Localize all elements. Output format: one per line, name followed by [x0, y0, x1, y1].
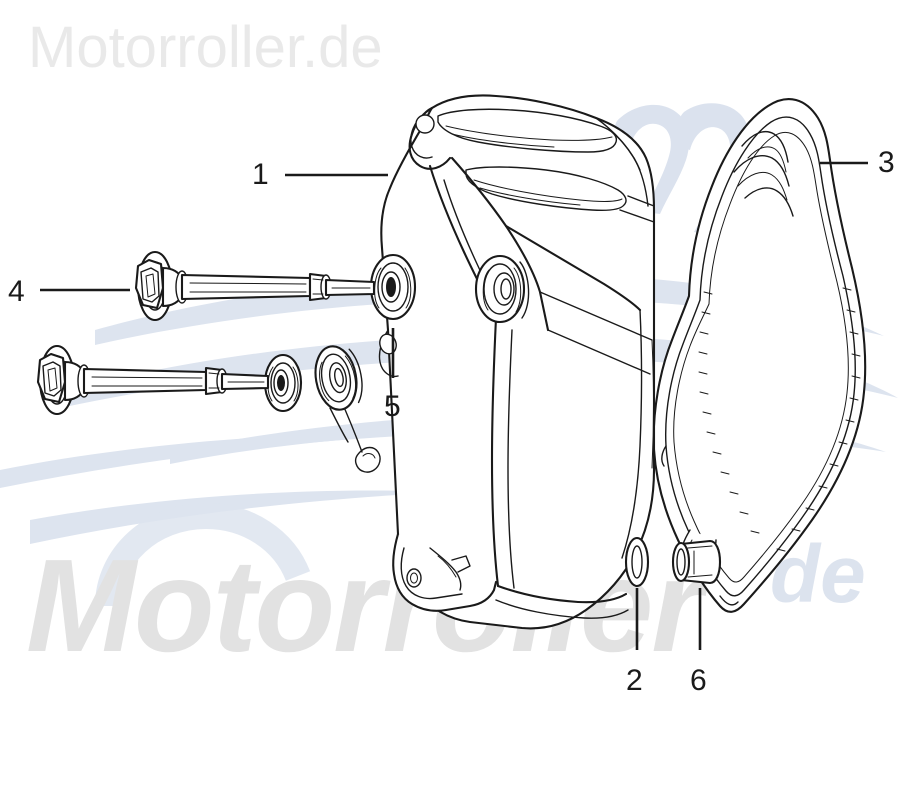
part-cylinder-head-cover [339, 94, 656, 630]
part-flange-bolt-upper [134, 250, 376, 322]
callout-number-5: 5 [384, 390, 401, 423]
part-dowel-pin [671, 539, 722, 585]
callout-number-3: 3 [878, 146, 895, 179]
callout-number-6: 6 [690, 664, 707, 697]
part-cover-gasket [652, 98, 867, 613]
part-seal-grommet-lower [263, 345, 363, 443]
part-seal-grommet-upper [369, 253, 417, 321]
callout-number-4: 4 [8, 275, 25, 308]
leader-lines [40, 161, 868, 650]
part-flange-bolt-lower [36, 344, 270, 416]
watermark-top-text: Motorroller.de [28, 15, 383, 80]
part-o-ring [624, 536, 650, 588]
callout-number-1: 1 [252, 158, 269, 191]
callout-number-2: 2 [626, 664, 643, 697]
part-seal-grommet-cover-boss [474, 254, 530, 324]
